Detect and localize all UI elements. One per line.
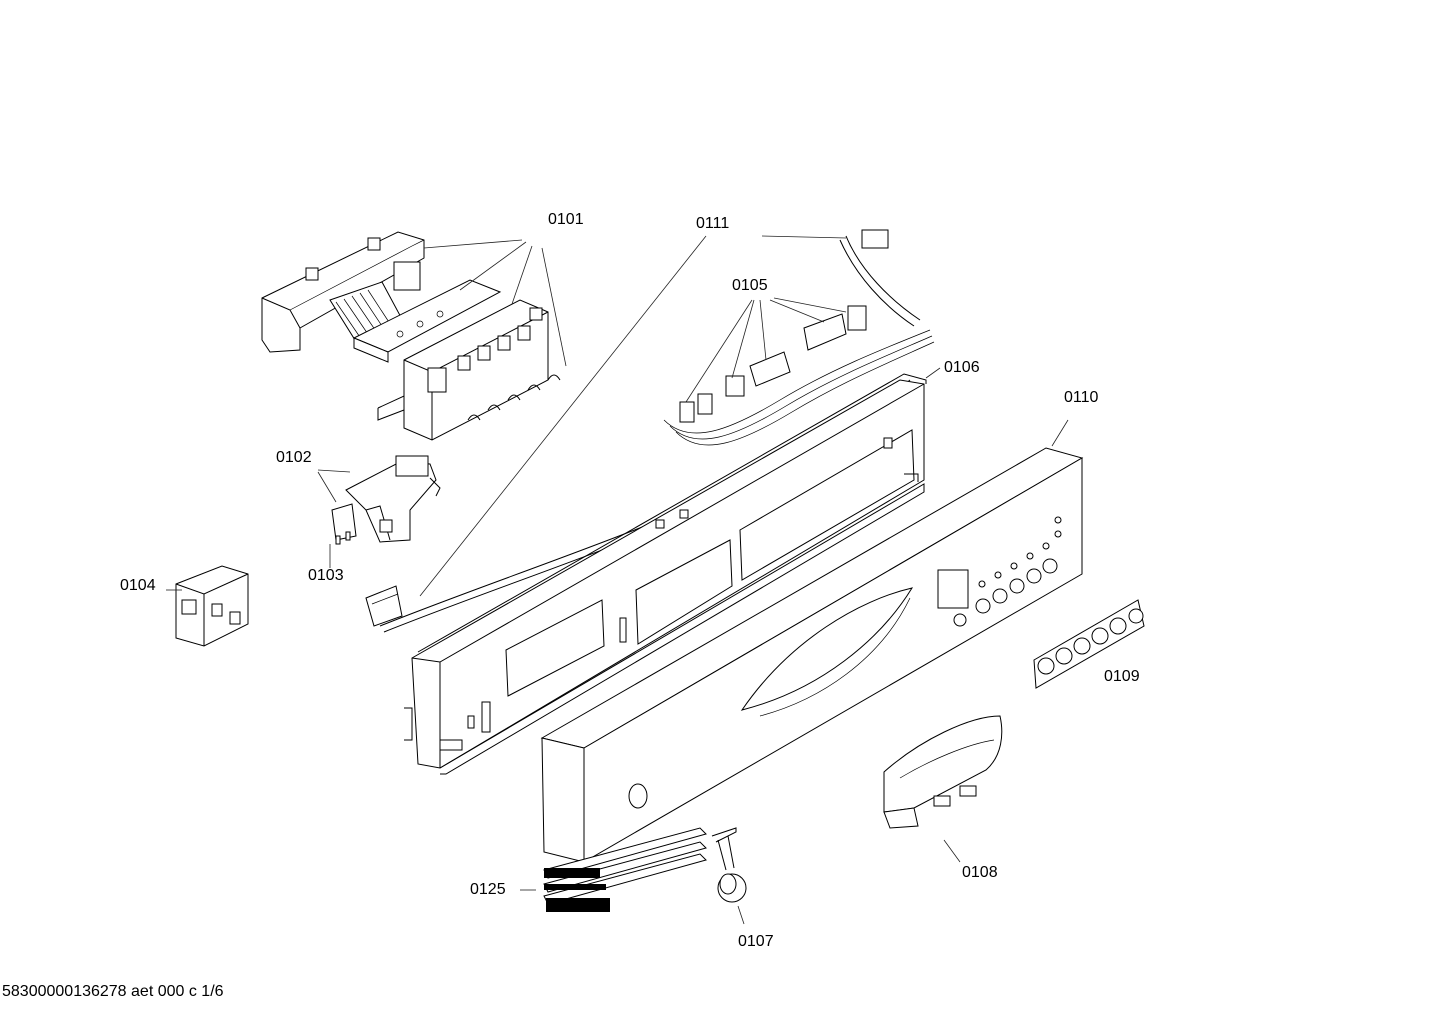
- callout-0111: 0111: [696, 215, 730, 232]
- part-0125-seal-strip: [520, 827, 707, 912]
- part-0109-button-strip: [1033, 599, 1145, 689]
- part-0110-front-panel: [540, 419, 1084, 863]
- callout-0107: 0107: [738, 933, 774, 950]
- callout-0103: 0103: [308, 567, 344, 584]
- callout-0104: 0104: [120, 577, 156, 594]
- callout-0106: 0106: [944, 359, 980, 376]
- part-0106-inner-panel-frame: [404, 367, 941, 775]
- callout-0101: 0101: [548, 211, 584, 228]
- part-0102-door-switch: [317, 455, 441, 543]
- part-0105-connectors: [663, 297, 935, 446]
- part-0104-module: [166, 565, 249, 647]
- callout-0108: 0108: [962, 864, 998, 881]
- callout-0102: 0102: [276, 449, 312, 466]
- document-reference: 58300000136278 aet 000 c 1/6: [2, 983, 224, 1000]
- callout-0105: 0105: [732, 277, 768, 294]
- part-0101-control-module: [261, 231, 567, 441]
- callout-0110: 0110: [1064, 389, 1099, 406]
- part-0108-handle: [883, 715, 1003, 863]
- callout-0125: 0125: [470, 881, 506, 898]
- part-0107-knob: [711, 827, 747, 925]
- part-0103-capacitor: [329, 503, 357, 568]
- callout-0109: 0109: [1104, 668, 1140, 685]
